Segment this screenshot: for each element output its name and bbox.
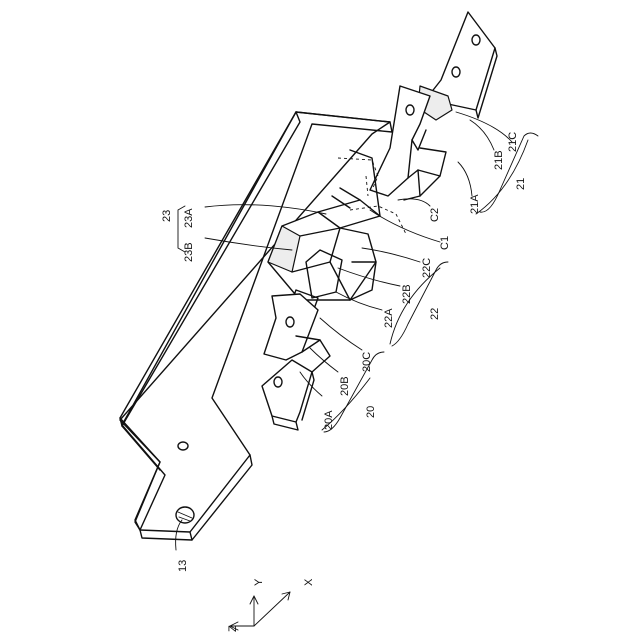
axes-indicator: Y X Z: [227, 578, 315, 632]
reference-labels: 23 23A 23B C2 C1 22C 22B 22A 22 20C 20B …: [161, 132, 527, 572]
label-22B: 22B: [401, 284, 413, 304]
label-C2: C2: [429, 208, 441, 222]
axis-z-label: Z: [227, 625, 239, 632]
label-20B: 20B: [339, 376, 351, 396]
label-22: 22: [429, 308, 441, 320]
label-13: 13: [177, 560, 189, 572]
terminal-21: [370, 12, 497, 200]
leader-lines: [176, 112, 528, 550]
label-23: 23: [161, 210, 173, 222]
axis-y-label: Y: [253, 578, 265, 586]
label-22A: 22A: [383, 308, 395, 328]
label-21A: 21A: [469, 194, 481, 214]
label-23A: 23A: [183, 208, 195, 228]
label-23B: 23B: [183, 242, 195, 262]
base-plate-23: [120, 112, 392, 540]
label-20: 20: [365, 406, 377, 418]
terminal-20: [262, 294, 330, 430]
label-C1: C1: [439, 236, 451, 250]
label-21C: 21C: [507, 132, 519, 152]
label-21B: 21B: [493, 150, 505, 170]
axis-x-label: X: [303, 578, 315, 586]
label-22C: 22C: [421, 258, 433, 278]
curve-c1: [350, 206, 406, 234]
label-21: 21: [515, 178, 527, 190]
